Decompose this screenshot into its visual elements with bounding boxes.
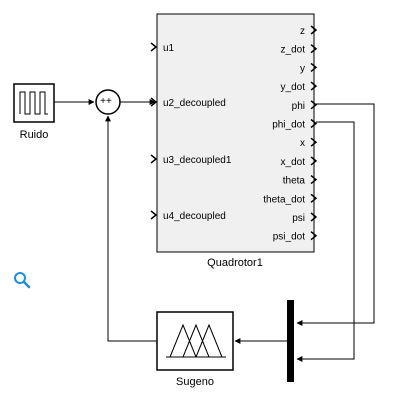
output-port-label: phi	[292, 101, 305, 112]
input-port-label: u1	[163, 43, 175, 54]
sugeno-to-sum-line	[105, 115, 157, 342]
output-port-label: phi_dot	[272, 120, 305, 131]
input-port-3-icon[interactable]	[150, 210, 158, 220]
output-port-1-icon[interactable]	[310, 44, 318, 54]
output-port-11-icon[interactable]	[310, 231, 318, 241]
sum-signs: ++	[100, 96, 112, 107]
output-port-label: z_dot	[281, 45, 306, 56]
phi-feedback-line	[296, 103, 375, 326]
input-port-label: u3_decoupled1	[163, 155, 232, 166]
output-port-label: z	[300, 26, 305, 37]
output-port-3-icon[interactable]	[310, 81, 318, 91]
output-port-10-icon[interactable]	[310, 212, 318, 222]
input-port-label: u2_decoupled	[163, 98, 226, 109]
output-port-label: psi	[292, 213, 305, 224]
output-port-label: x	[300, 138, 305, 149]
pulse-wave-icon	[19, 91, 48, 115]
output-port-label: x_dot	[281, 157, 306, 168]
input-port-2-icon[interactable]	[150, 154, 158, 164]
output-port-2-icon[interactable]	[310, 62, 318, 72]
sugeno-block[interactable]: Sugeno	[156, 311, 234, 388]
sum-block[interactable]: ++	[95, 89, 121, 115]
input-port-0-icon[interactable]	[150, 42, 158, 52]
output-port-label: y	[300, 63, 305, 74]
quadrotor-label: Quadrotor1	[207, 257, 263, 269]
output-port-label: psi_dot	[273, 232, 305, 243]
fuzzy-membership-icon	[166, 323, 226, 358]
output-port-6-icon[interactable]	[310, 137, 318, 147]
ruido-block[interactable]: Ruido	[13, 83, 55, 141]
output-port-label: theta_dot	[263, 194, 305, 205]
signal-lines	[54, 99, 375, 362]
output-port-label: theta	[283, 176, 306, 187]
output-port-8-icon[interactable]	[310, 175, 318, 185]
sugeno-label: Sugeno	[176, 376, 214, 388]
ruido-label: Ruido	[20, 129, 49, 141]
output-port-7-icon[interactable]	[310, 156, 318, 166]
phi-dot-feedback-line	[296, 121, 355, 362]
magnifier-icon[interactable]	[14, 272, 31, 289]
output-port-5-icon[interactable]	[310, 118, 318, 129]
output-port-0-icon[interactable]	[310, 25, 318, 35]
output-port-4-icon[interactable]	[310, 100, 318, 110]
quadrotor-subsystem[interactable]: Quadrotor1 u1 u2_decoupled u3_decoupled1 u4…	[150, 13, 318, 269]
input-port-label: u4_decoupled	[163, 211, 226, 222]
mux-bar[interactable]	[287, 300, 294, 382]
output-port-label: y_dot	[281, 82, 306, 93]
output-port-9-icon[interactable]	[310, 193, 318, 203]
